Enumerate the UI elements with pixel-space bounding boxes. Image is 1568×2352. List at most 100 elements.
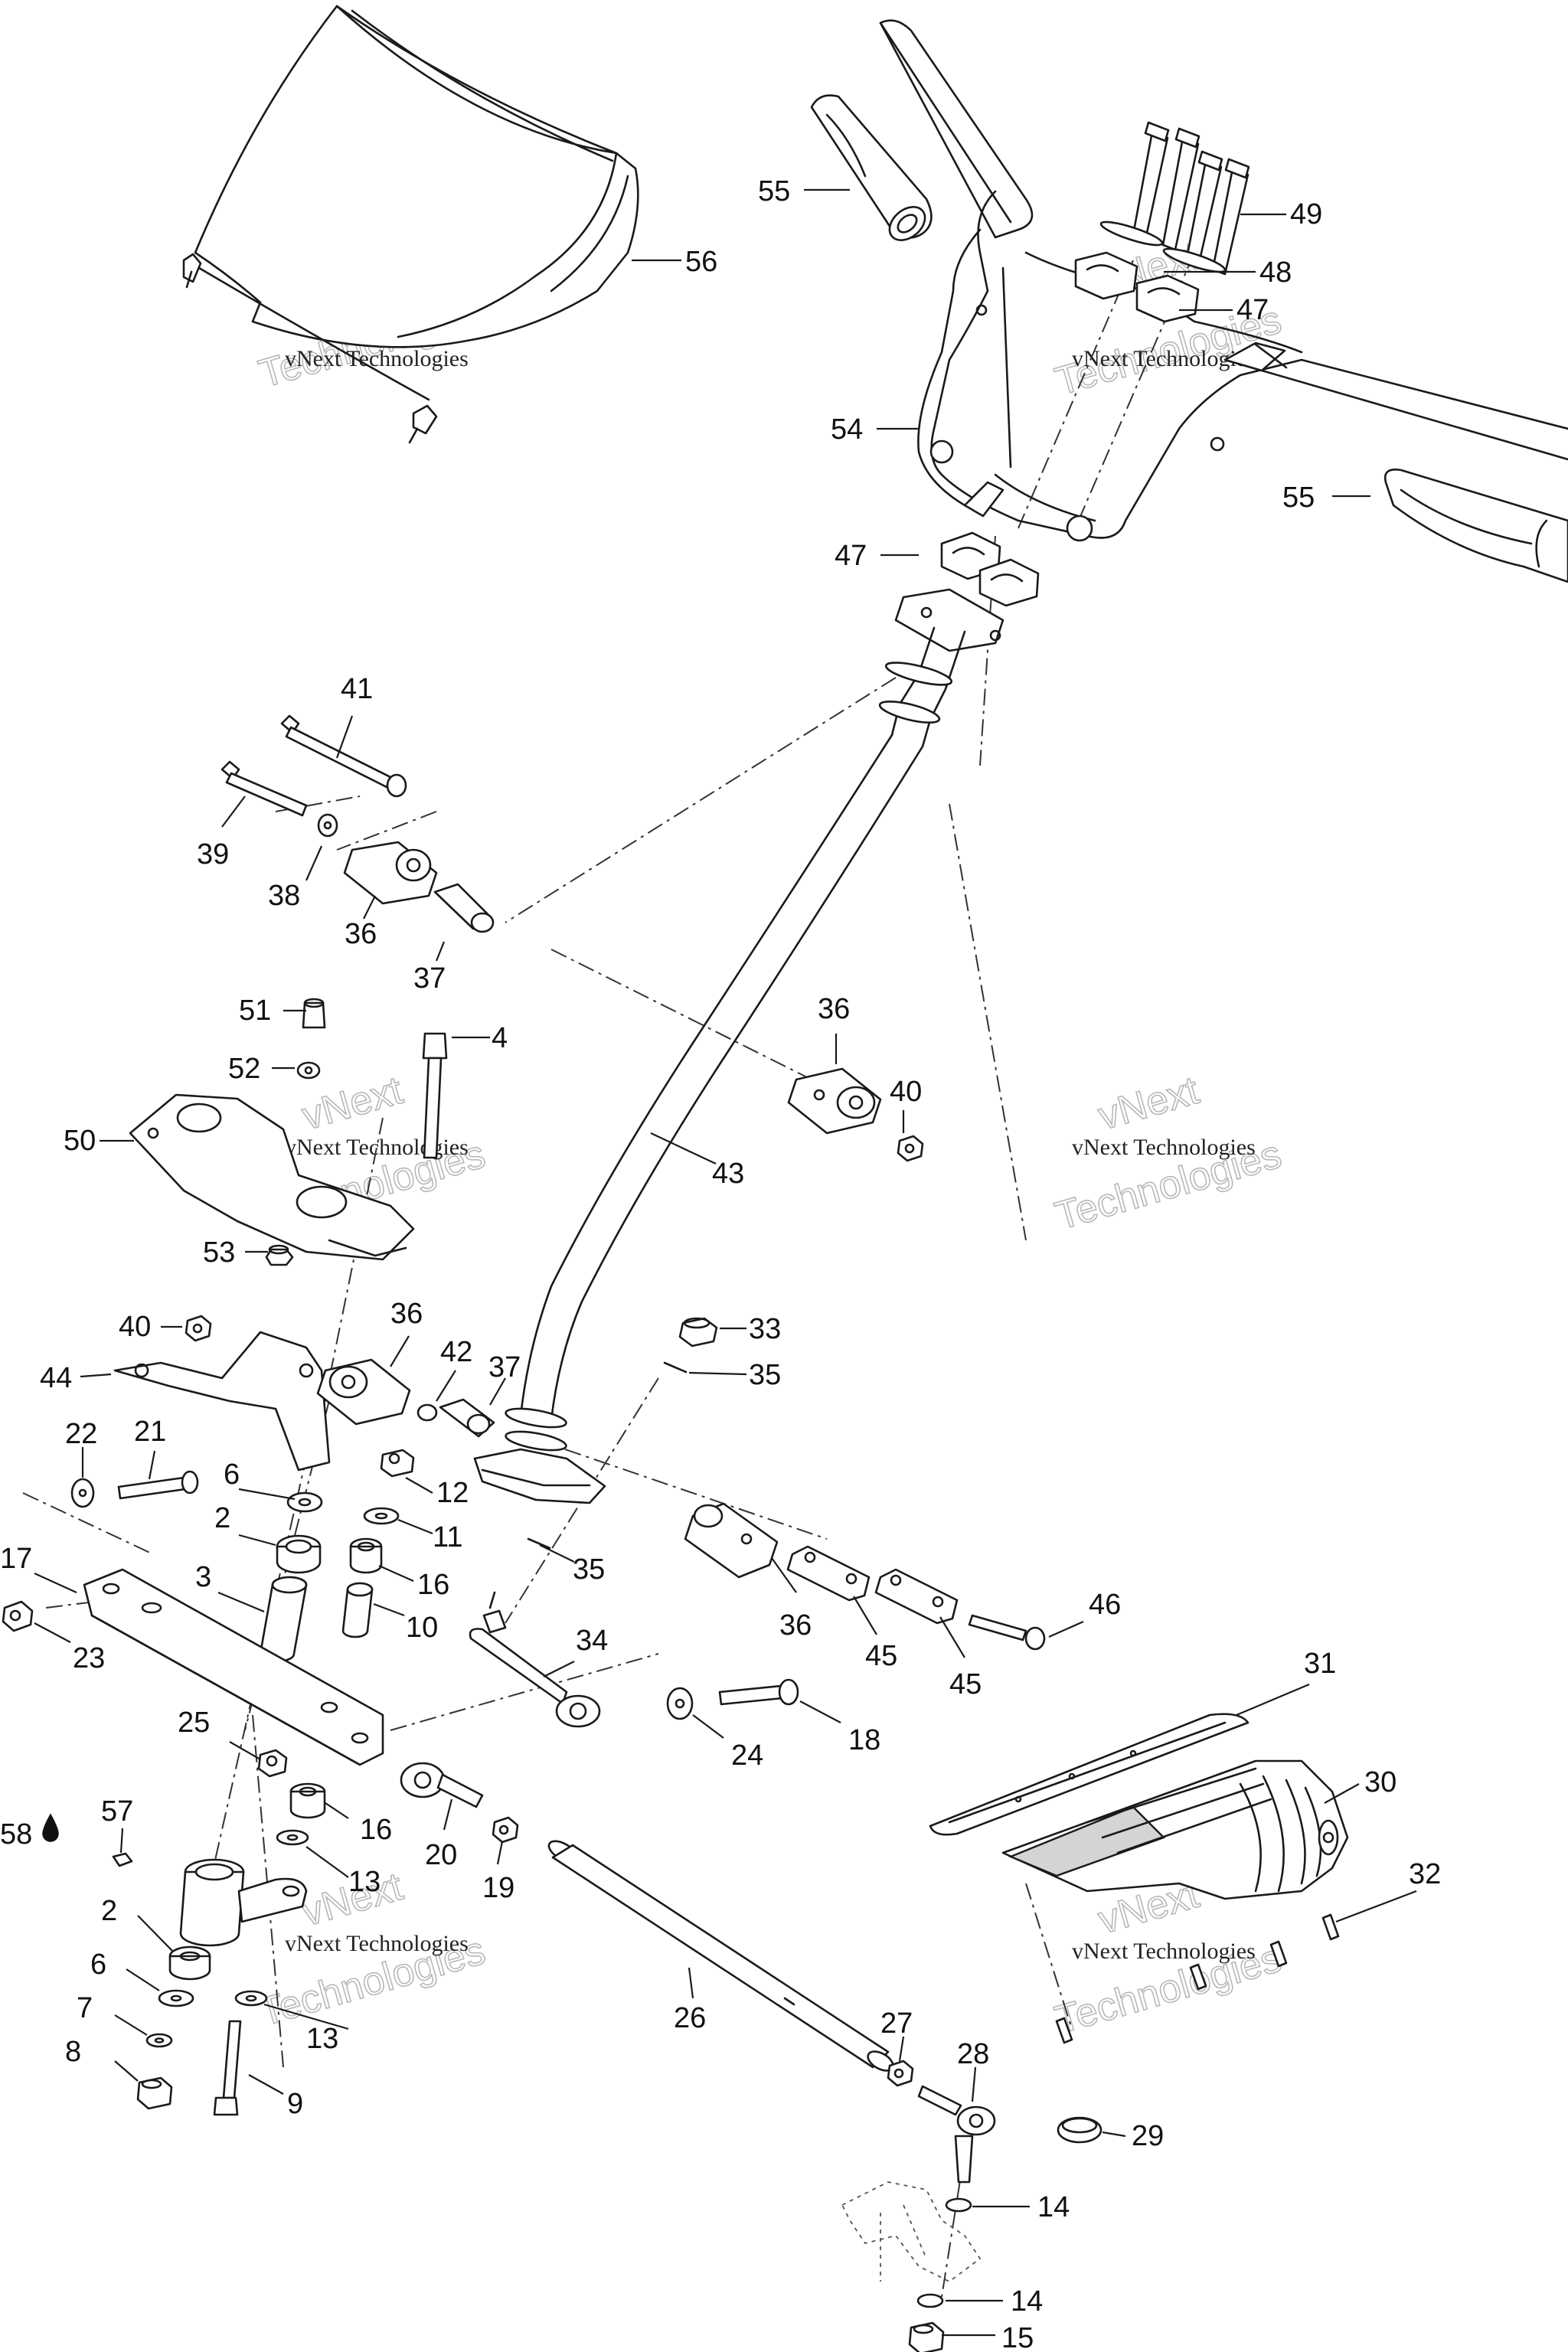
tube-part-3 (259, 1576, 308, 1663)
callout-36: 36 (818, 993, 850, 1025)
ball-joint-part-28 (917, 2085, 996, 2184)
callout-47: 47 (835, 540, 867, 572)
callout-29: 29 (1132, 2120, 1164, 2152)
washer-part-22 (70, 1478, 95, 1508)
callout-11: 11 (433, 1521, 462, 1553)
handlebar-part-54 (879, 19, 1568, 542)
callout-57: 57 (101, 1795, 133, 1828)
callout-43: 43 (712, 1158, 744, 1190)
bushing-part-36-link (684, 1502, 779, 1579)
drop-icon (42, 1813, 59, 1842)
washers-part-48 (1099, 220, 1227, 273)
washer-part-38 (317, 813, 338, 838)
callout-2: 2 (101, 1895, 117, 1927)
washer-part-14-upper (945, 2197, 972, 2213)
bolt-part-4 (422, 1032, 448, 1159)
callout-56: 56 (685, 246, 717, 278)
bolt-part-46 (968, 1614, 1046, 1651)
boot-part-30 (1001, 1759, 1349, 1900)
callout-leaders (34, 188, 1417, 2337)
callout-7: 7 (77, 1992, 93, 2024)
callout-53: 53 (203, 1236, 235, 1269)
callout-34: 34 (576, 1625, 608, 1657)
callout-16: 16 (360, 1814, 392, 1846)
spacer-part-10 (341, 1582, 374, 1638)
washer-part-13-lower (234, 1990, 268, 2007)
bushing-part-36-mid (787, 1067, 882, 1135)
bolt-part-21 (117, 1470, 199, 1500)
screw-part-32-b (1269, 1940, 1288, 1968)
bolt-part-9 (213, 2020, 242, 2116)
bolt-part-51 (302, 998, 326, 1029)
watermark-text: vNext Technologies (1072, 1135, 1256, 1160)
callout-50: 50 (64, 1125, 96, 1157)
callout-40: 40 (890, 1076, 922, 1108)
callout-54: 54 (831, 413, 863, 446)
bushing-part-2-lower (168, 1945, 211, 1981)
callout-44: 44 (40, 1362, 72, 1394)
grease-fitting-part-57 (112, 1852, 133, 1867)
windshield-part-56 (182, 5, 639, 444)
tie-rod-part-26 (547, 1840, 894, 2072)
screw-part-32-c (1189, 1963, 1207, 1991)
nut-part-27 (887, 2060, 914, 2087)
nut-part-40-lower (185, 1315, 212, 1342)
watermark-text: vNext Technologies (1072, 346, 1256, 371)
washer-part-11 (363, 1507, 400, 1525)
bracket-part-50 (129, 1093, 415, 1261)
spacer-part-42 (416, 1403, 438, 1422)
callout-37: 37 (488, 1351, 521, 1383)
callout-26: 26 (674, 2002, 706, 2034)
nut-part-33 (678, 1317, 718, 1348)
callout-18: 18 (848, 1724, 880, 1756)
callout-21: 21 (134, 1416, 166, 1448)
link-plate-part-45b (874, 1568, 959, 1625)
nut-part-53 (265, 1244, 294, 1266)
ski-leg-phantom (841, 2181, 982, 2283)
callout-13: 13 (306, 2023, 338, 2055)
watermark-text: vNext Technologies (285, 1135, 469, 1160)
callout-33: 33 (749, 1313, 781, 1345)
washer-part-6-lower (158, 1989, 194, 2007)
callout-8: 8 (65, 2036, 81, 2068)
callout-46: 46 (1089, 1589, 1121, 1621)
callout-55: 55 (1282, 482, 1315, 514)
screw-part-32-d (1055, 2017, 1073, 2044)
callout-38: 38 (268, 880, 300, 912)
tie-plate-part-17 (83, 1568, 384, 1766)
callout-55: 55 (758, 175, 790, 207)
nut-part-12 (380, 1449, 415, 1478)
washer-part-13-upper (276, 1829, 309, 1846)
callout-28: 28 (957, 2038, 989, 2070)
bushing-part-16-lower (289, 1782, 326, 1819)
watermark-text: vNext Technologies (285, 346, 469, 371)
callout-42: 42 (440, 1336, 472, 1368)
bolt-part-39 (220, 760, 308, 817)
clamp-lower-part-47 (940, 531, 1040, 607)
washer-part-7 (145, 2033, 173, 2048)
clamp-upper-part-47 (1074, 251, 1200, 323)
nut-part-25 (257, 1749, 288, 1778)
callout-58: 58 (0, 1818, 32, 1851)
callout-17: 17 (0, 1543, 32, 1575)
watermark-text: vNext Technologies (1072, 1939, 1256, 1964)
callout-45: 45 (949, 1668, 982, 1700)
nut-part-8 (136, 2076, 173, 2110)
callout-35: 35 (749, 1359, 781, 1391)
washer-part-14-lower (916, 2293, 944, 2308)
callout-35: 35 (573, 1553, 605, 1586)
callout-41: 41 (341, 673, 373, 705)
callout-19: 19 (482, 1872, 514, 1904)
cap-part-29 (1057, 2116, 1102, 2144)
bolt-part-18 (718, 1678, 799, 1706)
bushing-part-36-upper (343, 841, 438, 905)
washer-part-52 (296, 1061, 321, 1080)
callout-12: 12 (436, 1477, 469, 1509)
callout-27: 27 (880, 2007, 913, 2040)
watermark-outline-vnext: vNext (1093, 1068, 1204, 1139)
callout-49: 49 (1290, 198, 1322, 230)
callout-37: 37 (413, 962, 446, 995)
callout-36: 36 (345, 918, 377, 950)
nut-part-23 (2, 1600, 34, 1632)
